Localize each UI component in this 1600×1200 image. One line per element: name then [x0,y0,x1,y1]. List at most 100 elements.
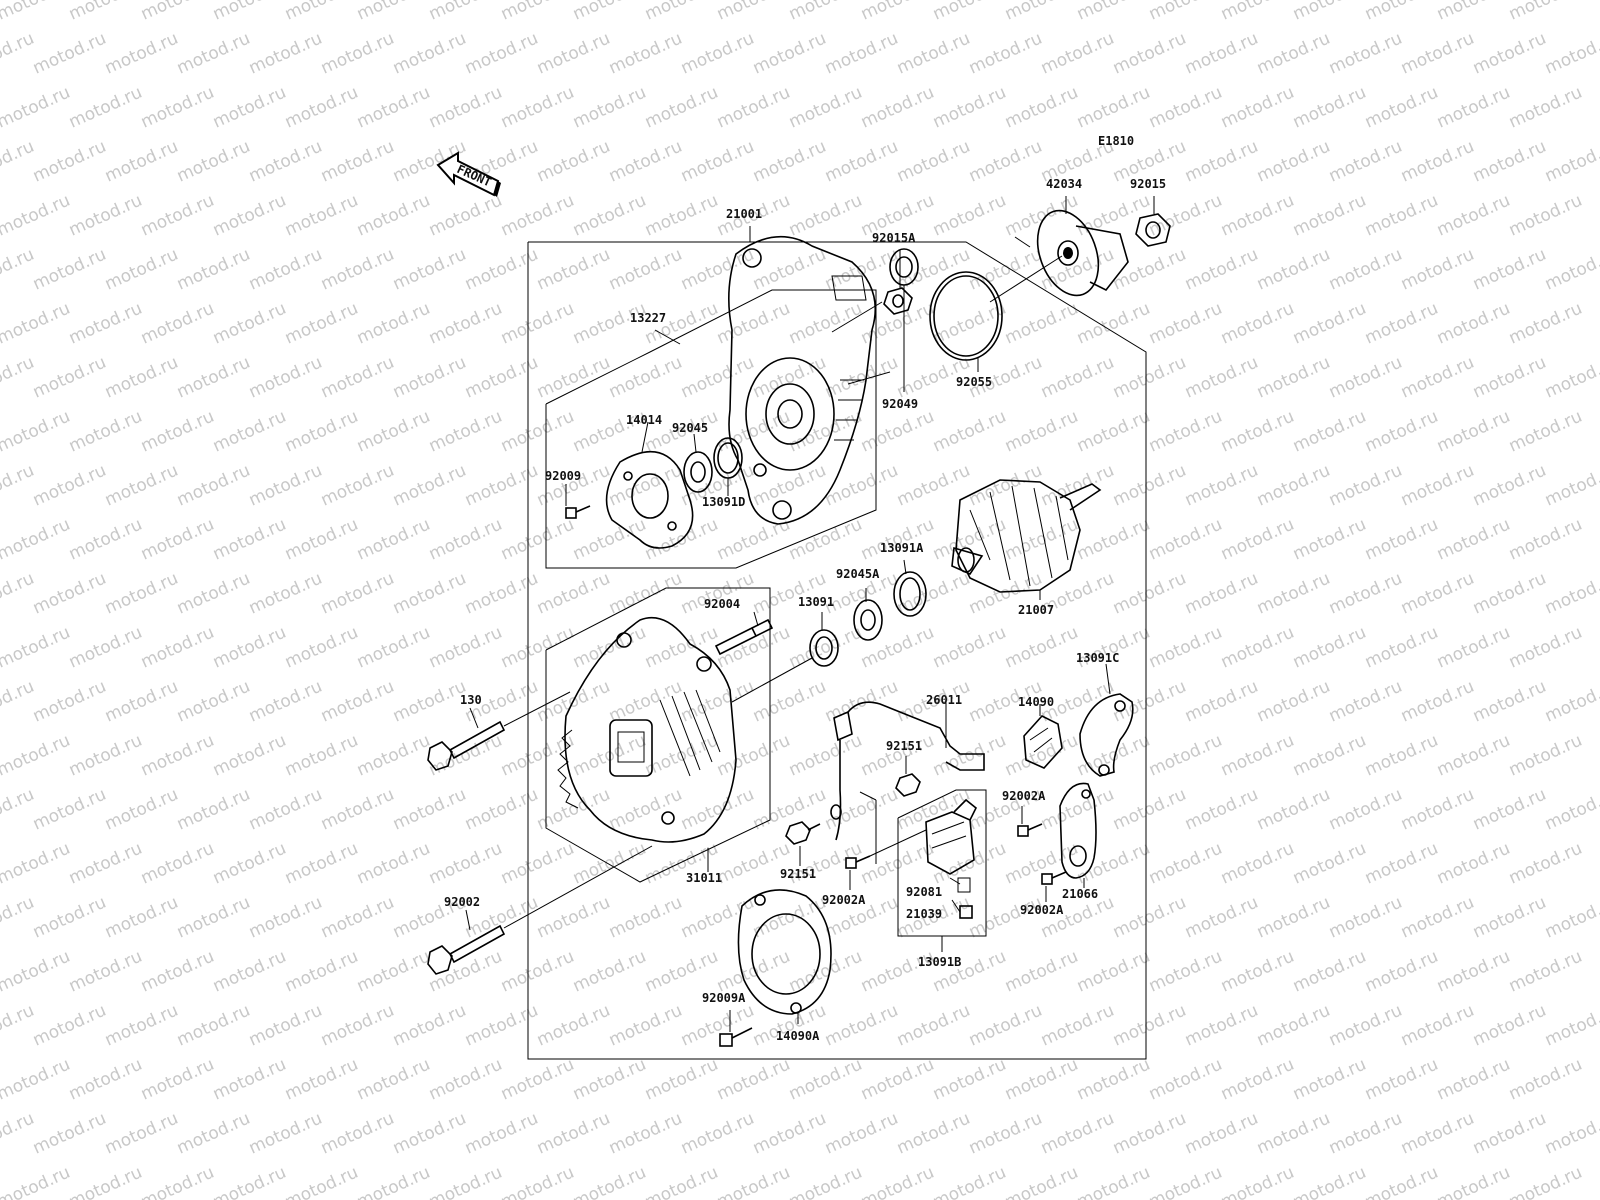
watermark-text: motod.ru [1254,569,1333,619]
label-92045a[interactable]: 92045A [836,567,880,581]
watermark-text: motod.ru [678,137,757,187]
label-92151-upper[interactable]: 92151 [886,739,922,753]
watermark-text: motod.ru [1290,1163,1369,1200]
watermark-text: motod.ru [1398,569,1477,619]
label-92002a-lower[interactable]: 92002A [1020,903,1064,917]
watermark-text: motod.ru [462,1109,541,1159]
watermark-text: motod.ru [1110,1001,1189,1051]
watermark-text: motod.ru [1542,245,1600,295]
watermark-text: motod.ru [822,29,901,79]
watermark-text: motod.ru [462,245,541,295]
watermark-text: motod.ru [1398,461,1477,511]
label-26011[interactable]: 26011 [926,693,962,707]
watermark-text: motod.ru [102,677,181,727]
label-92002a-upper[interactable]: 92002A [1002,789,1046,803]
watermark-text: motod.ru [1506,0,1585,25]
watermark-text: motod.ru [0,29,37,79]
watermark-text: motod.ru [1326,785,1405,835]
holder-14090 [1023,704,1063,769]
watermark-text: motod.ru [498,191,577,241]
watermark-text: motod.ru [930,1163,1009,1200]
watermark-text: motod.ru [246,1109,325,1159]
label-13091d[interactable]: 13091D [702,495,745,509]
watermark-text: motod.ru [786,0,865,25]
watermark-text: motod.ru [1362,1163,1441,1200]
label-13091c[interactable]: 13091C [1076,651,1119,665]
watermark-text: motod.ru [174,1001,253,1051]
watermark-text: motod.ru [354,623,433,673]
label-13091a[interactable]: 13091A [880,541,924,555]
label-14090a[interactable]: 14090A [776,1029,820,1043]
watermark-text: motod.ru [1074,0,1153,25]
label-14014[interactable]: 14014 [626,413,662,427]
watermark-text: motod.ru [1326,1001,1405,1051]
screw-92009a [719,1010,753,1047]
watermark-text: motod.ru [282,191,361,241]
watermark-text: motod.ru [714,515,793,565]
regulator-13091b [925,798,978,952]
label-92081[interactable]: 92081 [906,885,942,899]
label-14090[interactable]: 14090 [1018,695,1054,709]
watermark-text: motod.ru [1182,569,1261,619]
label-92151-lower[interactable]: 92151 [780,867,816,881]
label-92004[interactable]: 92004 [704,597,740,611]
watermark-text: motod.ru [750,461,829,511]
watermark-text: motod.ru [1362,299,1441,349]
watermark-text: motod.ru [1038,785,1117,835]
watermark-text: motod.ru [930,731,1009,781]
label-42034[interactable]: 42034 [1046,177,1082,191]
bolt-92002 [427,845,653,975]
watermark-text: motod.ru [894,29,973,79]
watermark-text: motod.ru [390,353,469,403]
watermark-text: motod.ru [1326,893,1405,943]
label-92015a[interactable]: 92015A [872,231,916,245]
label-92009a[interactable]: 92009A [702,991,746,1005]
watermark-text: motod.ru [858,1055,937,1105]
label-13091[interactable]: 13091 [798,595,834,609]
watermark-text: motod.ru [498,947,577,997]
watermark-text: motod.ru [174,353,253,403]
label-92055[interactable]: 92055 [956,375,992,389]
watermark-text: motod.ru [1434,299,1513,349]
label-13227[interactable]: 13227 [630,311,666,325]
watermark-text: motod.ru [1182,461,1261,511]
label-92002[interactable]: 92002 [444,895,480,909]
watermark-text: motod.ru [498,83,577,133]
watermark-text: motod.ru [66,623,145,673]
watermark-text: motod.ru [0,191,73,241]
label-21066[interactable]: 21066 [1062,887,1098,901]
watermark-text: motod.ru [786,299,865,349]
watermark-text: motod.ru [1434,623,1513,673]
watermark-text: motod.ru [354,947,433,997]
screw-92002a-lower [1041,871,1067,902]
watermark-text: motod.ru [1542,353,1600,403]
watermark-text: motod.ru [1290,947,1369,997]
label-13091b[interactable]: 13091B [918,955,961,969]
watermark-text: motod.ru [642,191,721,241]
watermark-text: motod.ru [354,83,433,133]
watermark-text: motod.ru [354,0,433,25]
label-92009[interactable]: 92009 [545,469,581,483]
watermark-text: motod.ru [318,569,397,619]
watermark-text: motod.ru [642,0,721,25]
watermark-text: motod.ru [66,407,145,457]
watermark-text: motod.ru [1038,353,1117,403]
label-21001[interactable]: 21001 [726,207,762,221]
label-130[interactable]: 130 [460,693,482,707]
watermark-text: motod.ru [1002,1163,1081,1200]
watermark-text: motod.ru [1110,353,1189,403]
label-92049[interactable]: 92049 [882,397,918,411]
label-92045[interactable]: 92045 [672,421,708,435]
watermark-text: motod.ru [210,1055,289,1105]
label-92002a-mid[interactable]: 92002A [822,893,866,907]
label-31011[interactable]: 31011 [686,871,722,885]
watermark-text: motod.ru [30,785,109,835]
watermark-text: motod.ru [1182,785,1261,835]
label-21039[interactable]: 21039 [906,907,942,921]
label-21007[interactable]: 21007 [1018,603,1054,617]
watermark-text: motod.ru [30,29,109,79]
label-92015[interactable]: 92015 [1130,177,1166,191]
watermark-text: motod.ru [1002,623,1081,673]
watermark-text: motod.ru [1542,677,1600,727]
screw-92009 [565,484,591,519]
